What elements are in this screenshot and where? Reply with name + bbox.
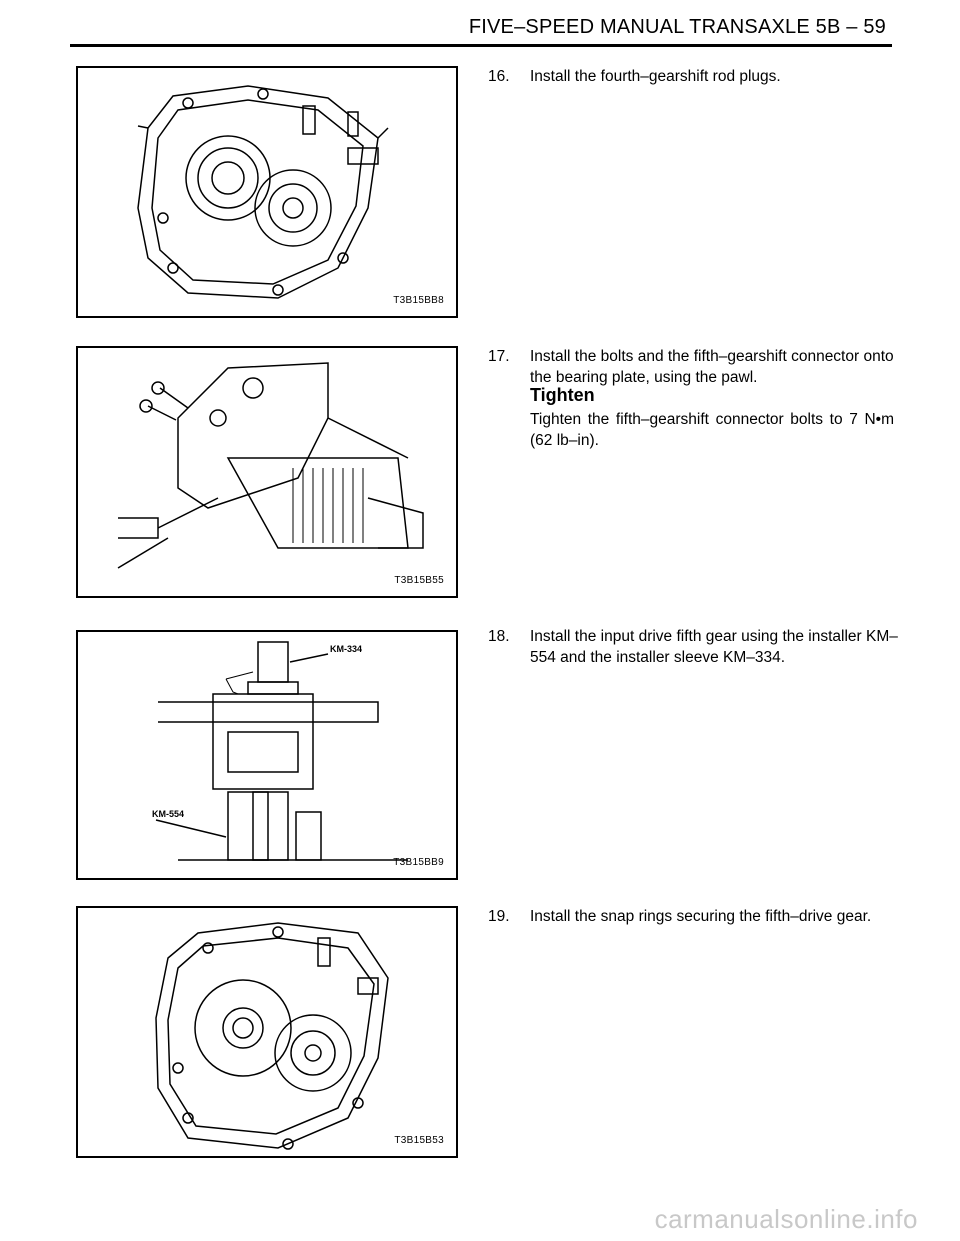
step-text: Install the snap rings securing the fift…: [530, 908, 872, 925]
tighten-text: Tighten the fifth–gearshift connector bo…: [530, 411, 894, 449]
bearing-plate-illustration: [117, 362, 424, 569]
watermark: carmanualsonline.info: [654, 1204, 918, 1234]
step-16: 16. Install the fourth–gearshift rod plu…: [488, 66, 898, 87]
step-19: 19. Install the snap rings securing the …: [488, 906, 898, 927]
figure-code: T3B15BB8: [393, 295, 444, 306]
callout-km-334: KM-334: [330, 644, 362, 654]
step-number: 17.: [488, 348, 510, 365]
figure-code: T3B15BB9: [393, 857, 444, 868]
step-18: 18. Install the input drive fifth gear u…: [488, 626, 898, 668]
header-rule: [70, 44, 892, 47]
page-header-title: FIVE–SPEED MANUAL TRANSAXLE 5B – 59: [468, 16, 886, 38]
step-number: 16.: [488, 68, 510, 85]
figure-step-17: T3B15B55: [76, 346, 458, 598]
installer-tool-illustration: KM-334 KM-554: [152, 641, 408, 861]
step-text: Install the input drive fifth gear using…: [530, 628, 898, 666]
step-number: 18.: [488, 628, 510, 645]
step-text: Install the bolts and the fifth–gearshif…: [530, 348, 894, 386]
transaxle-case-illustration: [137, 85, 389, 299]
figure-code: T3B15B53: [394, 1135, 444, 1146]
step-number: 19.: [488, 908, 510, 925]
figure-code: T3B15B55: [394, 575, 444, 586]
figure-step-18: KM-334 KM-554 T3B15BB9: [76, 630, 458, 880]
fifth-drive-gear-illustration: [155, 922, 389, 1150]
tighten-heading: Tighten: [530, 385, 595, 405]
figure-step-16: T3B15BB8: [76, 66, 458, 318]
step-text: Install the fourth–gearshift rod plugs.: [530, 68, 781, 85]
step-17: 17. Install the bolts and the fifth–gear…: [488, 346, 898, 388]
figure-step-19: T3B15B53: [76, 906, 458, 1158]
callout-km-554: KM-554: [152, 809, 184, 819]
